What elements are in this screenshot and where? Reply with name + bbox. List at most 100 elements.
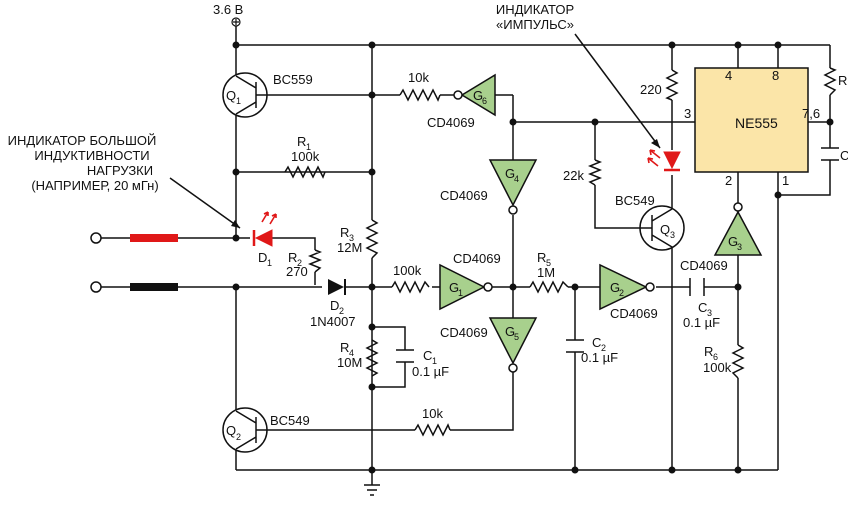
c3-name: C [698,300,707,315]
inverter-bubble [508,363,518,373]
c2-value: 0.1 µF [581,350,618,365]
r2-value: 270 [286,264,308,279]
c1-value: 0.1 µF [412,364,449,379]
g2-name: G [610,280,620,295]
ic-name: NE555 [735,115,778,131]
ic-ne555: NE555 4 8 3 7,6 2 1 [684,67,820,188]
junction-dot [571,466,579,474]
ic-pin-2: 2 [725,173,732,188]
r6-name: R [704,344,713,359]
terminal-circle [90,281,102,293]
r3-name: R [340,225,349,240]
resistor-r5 [529,280,569,294]
g2-sub: 2 [619,288,624,298]
resistor-220 [665,69,679,101]
c2-sub: 2 [601,343,606,353]
junction-dot [232,283,240,291]
arrow-line [169,177,241,229]
annotation-line: НАГРУЗКИ [87,163,153,178]
arrow-line [574,33,661,149]
resistor-10k-top [399,88,441,102]
g4-type: CD4069 [440,188,488,203]
c2-name: C [592,335,601,350]
g3-type: CD4069 [680,258,728,273]
q1-sub: 1 [236,96,241,106]
capacitor-c2 [566,339,584,353]
junction-dot [774,41,782,49]
g6-sub: 6 [482,96,487,106]
q3-name: Q [660,222,670,237]
inverter-bubble [645,282,655,292]
gate-g4: G 4 CD4069 [440,159,538,215]
gate-triangle [439,263,486,311]
g1-type: CD4069 [453,251,501,266]
resistor-r-timer [823,67,837,96]
arrow-head [651,139,660,148]
black-lead [130,283,178,291]
c1-name: C [423,348,432,363]
g3-name: G [728,234,738,249]
resistor-r2 [307,249,323,273]
junction-dot [368,283,376,291]
gate-g3: G 3 CD4069 [680,202,763,273]
resistor-r1 [284,165,326,179]
inverter-bubble [483,282,493,292]
junction-dot [232,41,240,49]
junction-dot [734,466,742,474]
r4-value: 10M [337,355,362,370]
gate-triangle [713,210,763,256]
annotation-high-inductance: ИНДИКАТОР БОЛЬШОЙ ИНДУКТИВНОСТИ НАГРУЗКИ… [8,133,241,229]
annotation-line: ИНДУКТИВНОСТИ [34,148,149,163]
ic-pin-4: 4 [725,68,732,83]
annotation-line: ИНДИКАТОР БОЛЬШОЙ [8,133,157,148]
q3-sub: 3 [670,230,675,240]
junction-dot [734,41,742,49]
q2-type: BC549 [270,413,310,428]
light-icon [649,149,661,159]
light-icon [647,157,659,167]
r-timer-name: R [838,73,847,88]
ic-pin-3: 3 [684,106,691,121]
junction-dot [826,118,834,126]
led-triangle [663,151,681,170]
r-q2-value: 10k [422,406,443,421]
junction-dot [368,91,376,99]
r3-sub: 3 [349,233,354,243]
r4-sub: 4 [349,348,354,358]
junction-dot [509,283,517,291]
g2-type: CD4069 [610,306,658,321]
junctions [232,41,834,474]
junction-dot [591,118,599,126]
light-icon [261,211,269,223]
r5-value: 1M [537,265,555,280]
d1-sub: 1 [267,258,272,268]
annotation-line: «ИМПУЛЬС» [496,17,574,32]
inverter-bubble [453,90,463,100]
supply-terminal: 3.6 В [213,2,243,27]
transistor-q3: Q 3 BC549 [615,193,685,251]
g5-name: G [505,324,515,339]
r-q3-value: 22k [563,168,584,183]
annotation-line: ИНДИКАТОР [496,2,574,17]
diode-d2: D 2 1N4007 [310,279,356,329]
resistor-22k [587,159,603,186]
led-pulse [647,149,681,172]
g3-sub: 3 [737,242,742,252]
inverter-bubble [508,205,518,215]
transistor-q1: Q 1 BC559 [222,72,313,118]
r3-value: 12M [337,240,362,255]
ic-body [694,67,809,173]
q2-sub: 2 [236,432,241,442]
gate-g6: G 6 CD4069 [427,73,496,130]
r5-name: R [537,250,546,265]
resistor-r3 [365,219,379,259]
c3-value: 0.1 µF [683,315,720,330]
r6-value: 100k [703,360,732,375]
r4-name: R [340,340,349,355]
junction-dot [668,41,676,49]
resistor-labels: 10k R 1 100k R 3 12M R 2 270 100k R 5 1M… [286,70,847,421]
led-d1: D 1 [252,211,277,268]
gate-triangle [488,317,538,365]
plus-sign [233,19,239,25]
c-timer-name: C [840,148,848,163]
